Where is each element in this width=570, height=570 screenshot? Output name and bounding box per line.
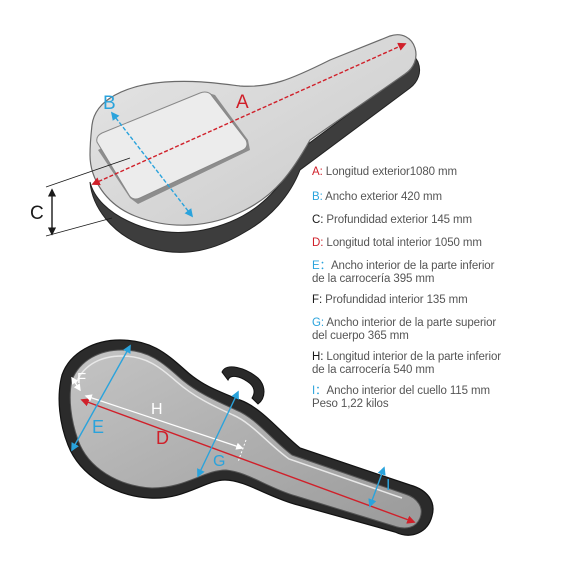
legend-key: G [312, 317, 321, 329]
label-f: F [77, 370, 86, 387]
legend-item-h: H: Longitud interior de la parte inferio… [312, 351, 501, 377]
legend-description: Ancho interior del cuello 115 mm Peso 1,… [312, 385, 490, 410]
legend-item-a: A: Longitud exterior1080 mm [312, 166, 457, 179]
legend-separator: ： [319, 260, 332, 272]
legend-separator: : [319, 166, 326, 178]
label-i: I [386, 477, 390, 494]
open-case: F H E D G I [58, 339, 434, 536]
legend-separator: : [320, 237, 327, 249]
legend-key: C [312, 214, 321, 226]
legend-separator: : [320, 214, 327, 226]
legend-item-g: G: Ancho interior de la parte superior d… [312, 317, 496, 343]
legend-description: Ancho interior de la parte superior del … [312, 317, 497, 342]
legend-key: B [312, 191, 320, 203]
dimension-b-arrow [110, 111, 194, 218]
legend-description: Ancho interior de la parte inferior de l… [312, 260, 495, 285]
legend-key: H [312, 351, 321, 363]
legend-separator: : [319, 191, 326, 203]
legend-key: F [312, 294, 319, 306]
legend-description: Longitud exterior1080 mm [325, 166, 457, 178]
legend-separator: : [320, 317, 327, 329]
legend-key: I [312, 385, 316, 397]
legend-key: A [312, 166, 320, 178]
legend-item-f: F: Profundidad interior 135 mm [312, 294, 468, 307]
closed-case: A B C [30, 34, 421, 253]
label-g: G [213, 453, 225, 470]
legend-separator: : [320, 351, 327, 363]
label-c: C [30, 203, 44, 224]
legend-item-d: D: Longitud total interior 1050 mm [312, 237, 482, 250]
legend-description: Profundidad exterior 145 mm [326, 214, 473, 226]
dimension-c-extension-top [45, 157, 131, 188]
label-a: A [236, 92, 249, 113]
legend-description: Ancho exterior 420 mm [325, 191, 442, 203]
legend-item-b: B: Ancho exterior 420 mm [312, 191, 442, 204]
label-e: E [92, 417, 104, 437]
dimension-g-arrow [197, 390, 239, 478]
label-d: D [156, 428, 169, 448]
legend-item-e: E：Ancho interior de la parte inferior de… [312, 260, 494, 286]
legend-item-c: C: Profundidad exterior 145 mm [312, 214, 472, 227]
dimension-c-extension-bottom [45, 217, 113, 237]
legend-key: D [312, 237, 321, 249]
dimension-f-arrow [71, 376, 81, 392]
legend-item-i: I：Ancho interior del cuello 115 mm Peso … [312, 385, 490, 411]
dimension-i-arrow [368, 466, 386, 508]
legend-separator: ： [315, 385, 327, 397]
legend-description: Profundidad interior 135 mm [325, 294, 468, 306]
label-h: H [151, 401, 163, 418]
legend-description: Longitud interior de la parte inferior d… [312, 351, 501, 376]
legend-key: E [312, 260, 320, 272]
label-b: B [103, 93, 116, 114]
dimension-e-arrow [71, 344, 131, 452]
legend-description: Longitud total interior 1050 mm [326, 237, 482, 249]
open-case-handle [221, 366, 265, 405]
closed-case-side [89, 50, 421, 253]
legend-separator: : [318, 294, 326, 306]
